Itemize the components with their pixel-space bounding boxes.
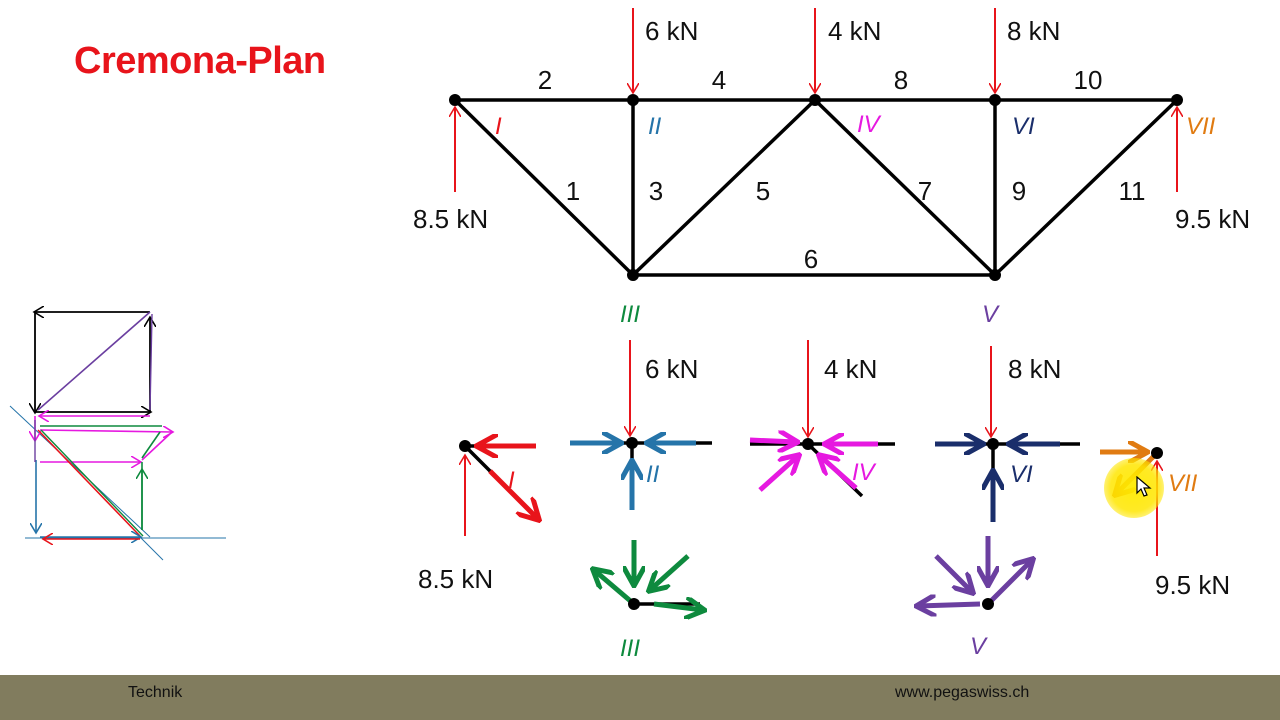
node-label-II: II	[646, 461, 660, 488]
node-label-VII: VII	[1168, 470, 1198, 497]
load-label: 4 kN	[828, 16, 881, 46]
node-label-V: V	[970, 633, 988, 660]
footer-website-link[interactable]: www.pegaswiss.ch	[895, 684, 1030, 701]
node-label-VII: VII	[1186, 113, 1216, 140]
mouse-pointer-icon	[1136, 476, 1152, 497]
joint-dot	[1151, 447, 1163, 459]
joint-dot	[626, 437, 638, 449]
force-arrow-purple	[934, 554, 972, 592]
force-arrow-green	[594, 570, 636, 606]
member-1	[453, 98, 635, 277]
polygon-edge	[37, 429, 141, 537]
joint-II	[627, 94, 639, 106]
member-number: 7	[918, 176, 932, 206]
joint-VI	[989, 94, 1001, 106]
free-body-node-IV: 4 kN IV	[749, 340, 895, 498]
force-arrow-magenta	[749, 440, 796, 442]
load-label: 6 kN	[645, 16, 698, 46]
node-label-III: III	[620, 301, 640, 328]
free-body-node-III: III	[594, 540, 703, 662]
joint-V	[989, 269, 1001, 281]
cursor-highlight	[1104, 458, 1164, 518]
node-label-I: I	[508, 467, 515, 494]
member-number: 3	[649, 176, 663, 206]
footer-bar: Technik www.pegaswiss.ch	[0, 675, 1280, 720]
joint-VII	[1171, 94, 1183, 106]
force-arrow-magenta	[820, 456, 858, 490]
member-number: 5	[756, 176, 770, 206]
force-arrow-magenta	[758, 456, 798, 492]
member-7	[813, 98, 997, 277]
load-label: 4 kN	[824, 354, 877, 384]
cremona-diagram: 6 kN 4 kN 8 kN 8.5 kN 9.5 kN 1 2 3 4 5 6…	[9, 8, 1250, 662]
free-body-node-V: V	[918, 536, 1032, 660]
polygon-edge	[141, 431, 173, 461]
free-body-node-VI: 8 kN VI	[935, 346, 1080, 522]
reaction-label: 9.5 kN	[1175, 204, 1250, 234]
free-body-node-II: 6 kN II	[570, 340, 712, 510]
joint-dot	[459, 440, 471, 452]
node-label-V: V	[982, 301, 1000, 328]
truss-joints	[449, 94, 1183, 281]
joint-IV	[809, 94, 821, 106]
member-number: 2	[538, 65, 552, 95]
polygon-edge	[149, 313, 153, 411]
force-polygon	[9, 311, 226, 561]
polygon-edge	[40, 429, 144, 537]
force-arrow-green	[650, 554, 690, 590]
member-number: 11	[1119, 176, 1146, 206]
force-arrow-green	[653, 604, 703, 610]
reaction-label: 8.5 kN	[413, 204, 488, 234]
joint-III	[627, 269, 639, 281]
joint-dot	[987, 438, 999, 450]
member-5	[631, 98, 817, 277]
member-number: 9	[1012, 176, 1026, 206]
load-label: 6 kN	[645, 354, 698, 384]
polygon-edge	[37, 311, 151, 411]
member-number: 1	[566, 176, 580, 206]
polygon-edge	[39, 430, 172, 432]
free-body-node-I: 8.5 kN I	[418, 440, 538, 594]
member-11	[993, 98, 1179, 277]
member-number: 6	[804, 244, 818, 274]
footer-category: Technik	[128, 684, 183, 701]
member-number: 10	[1074, 65, 1103, 95]
reaction-label: 8.5 kN	[418, 564, 493, 594]
node-label-III: III	[620, 635, 640, 662]
construction-line	[139, 536, 164, 561]
joint-dot	[628, 598, 640, 610]
node-label-VI: VI	[1012, 113, 1035, 140]
force-arrow-red	[488, 469, 538, 519]
force-arrow-purple	[986, 560, 1032, 606]
node-label-IV: IV	[852, 459, 877, 486]
reaction-label: 9.5 kN	[1155, 570, 1230, 600]
node-label-IV: IV	[857, 111, 882, 138]
joint-dot	[982, 598, 994, 610]
joint-dot	[802, 438, 814, 450]
truss-diagram: 6 kN 4 kN 8 kN 8.5 kN 9.5 kN 1 2 3 4 5 6…	[413, 8, 1250, 328]
load-label: 8 kN	[1007, 16, 1060, 46]
node-label-I: I	[495, 113, 502, 140]
node-label-II: II	[648, 113, 662, 140]
polygon-edge	[141, 431, 161, 459]
joint-I	[449, 94, 461, 106]
member-number: 4	[712, 65, 726, 95]
truss-members	[453, 98, 1179, 277]
page-title: Cremona-Plan	[74, 40, 326, 82]
node-label-VI: VI	[1010, 461, 1033, 488]
load-label: 8 kN	[1008, 354, 1061, 384]
member-number: 8	[894, 65, 908, 95]
force-arrow-purple	[918, 604, 981, 606]
